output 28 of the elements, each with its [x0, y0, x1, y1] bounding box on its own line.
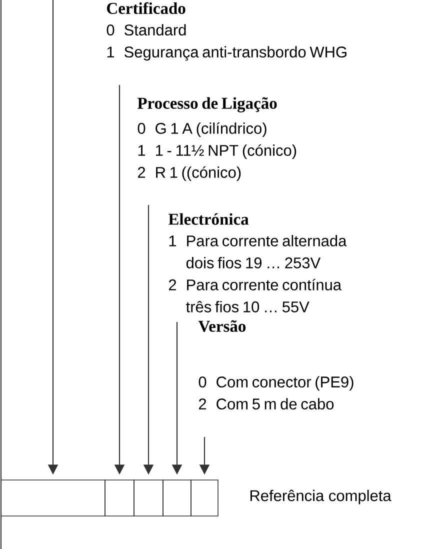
- option-code: 0: [106, 24, 114, 36]
- caption-text: Referência completa: [250, 490, 392, 504]
- code-cell: [0, 480, 106, 516]
- option-code: 1: [138, 145, 146, 156]
- option-code: 0: [198, 376, 206, 388]
- option-text: G 1 A (cilíndrico): [156, 122, 266, 137]
- option-text: 1 - 11½ NPT (cónico): [156, 144, 296, 159]
- code-cell: [190, 480, 218, 516]
- group-heading: Certificado: [107, 2, 186, 14]
- option-text: Segurança anti-transbordo WHG: [124, 46, 346, 61]
- code-cell: [104, 480, 134, 516]
- option-code: 2: [138, 166, 146, 178]
- code-cell: [162, 480, 192, 516]
- group-heading: Electrónica: [168, 213, 249, 225]
- option-text: Para corrente contínua três fios 10 … 55V: [186, 278, 342, 312]
- group-heading: Processo de Ligação: [137, 97, 277, 112]
- option-code: 2: [198, 398, 206, 410]
- option-text: Standard: [124, 24, 186, 36]
- option-text: Com 5 m de cabo: [216, 398, 334, 410]
- option-code: 1: [107, 46, 114, 58]
- option-text: Para corrente alternada dois fios 19 … 253V: [186, 235, 347, 268]
- option-text: R 1 ((cónico): [156, 166, 241, 181]
- option-text: Com conector (PE9): [216, 376, 354, 391]
- code-cell: [134, 480, 164, 516]
- option-code: 0: [138, 122, 146, 134]
- option-code: 1: [169, 236, 176, 246]
- group-heading: Versão: [198, 320, 246, 332]
- option-code: 2: [168, 279, 176, 290]
